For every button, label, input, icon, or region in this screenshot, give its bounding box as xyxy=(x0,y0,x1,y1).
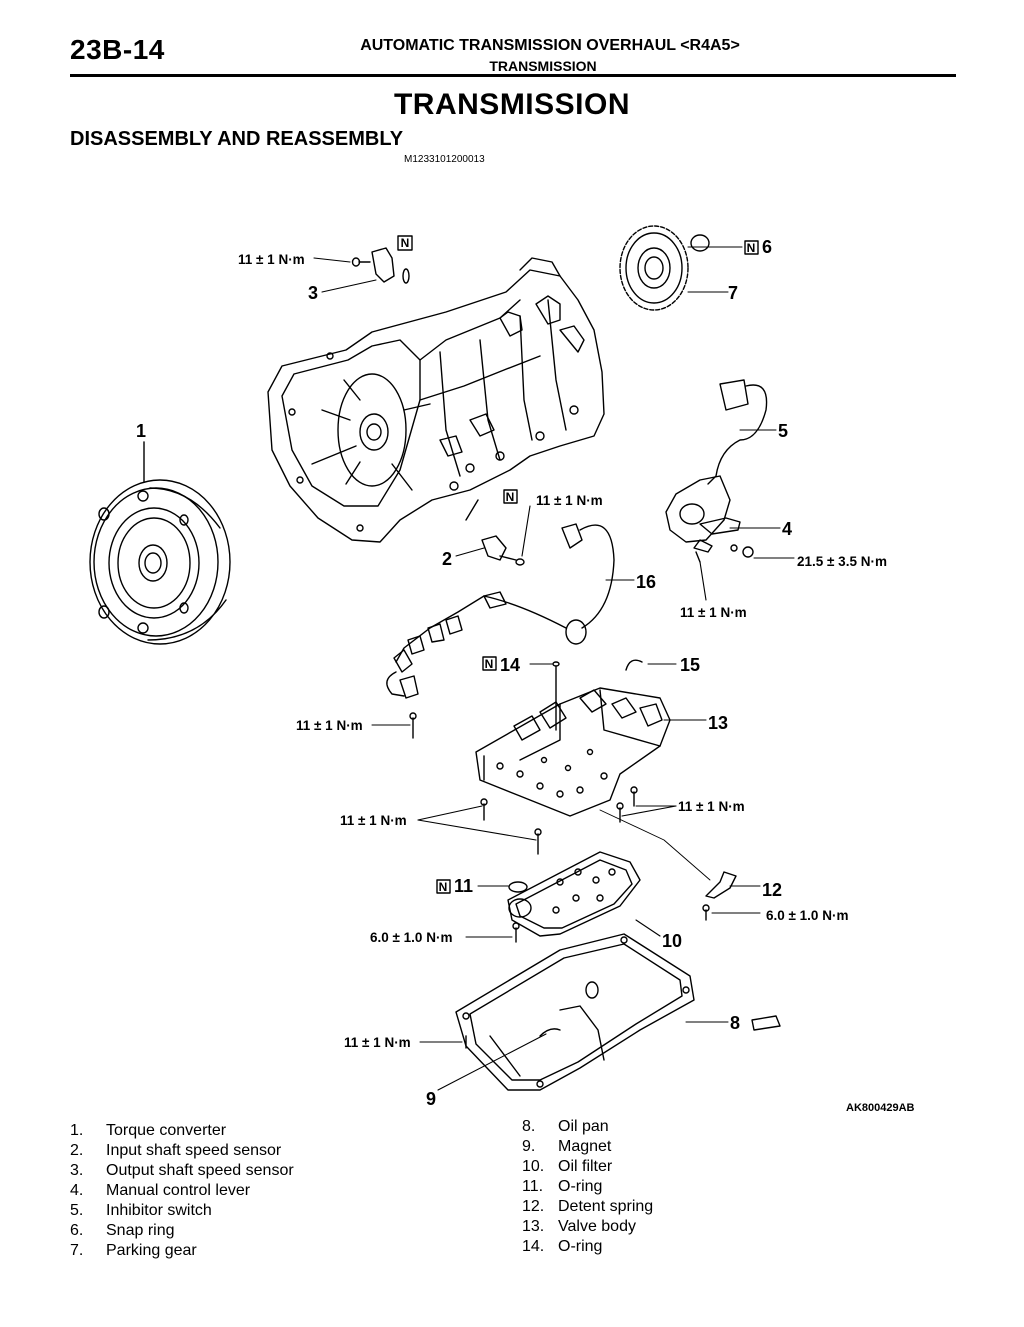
torque-spec: 6.0 ± 1.0 N·m xyxy=(766,908,848,923)
torque-spec: 11 ± 1 N·m xyxy=(238,252,305,267)
parts-legend-right: 8.Oil pan 9.Magnet 10.Oil filter 11.O-ri… xyxy=(522,1117,653,1257)
legend-item: 8.Oil pan xyxy=(522,1118,609,1135)
inhibitor-switch-drawing xyxy=(665,379,768,563)
torque-spec: 11 ± 1 N·m xyxy=(344,1035,411,1050)
torque-spec: 11 ± 1 N·m xyxy=(536,493,603,508)
callout-7: 7 xyxy=(728,283,738,303)
page-number: 23B-14 xyxy=(70,34,165,65)
parts-legend-left: 1.Torque converter 2.Input shaft speed s… xyxy=(70,1121,294,1261)
torque-spec: 11 ± 1 N·m xyxy=(678,799,745,814)
input-speed-sensor-drawing xyxy=(465,489,525,566)
legend-item: 14.O-ring xyxy=(522,1238,603,1255)
torque-spec: 11 ± 1 N·m xyxy=(680,605,747,620)
header-title: AUTOMATIC TRANSMISSION OVERHAUL <R4A5> xyxy=(360,37,740,54)
legend-item: 13.Valve body xyxy=(522,1218,636,1235)
legend-item: 12.Detent spring xyxy=(522,1198,654,1215)
callout-1: 1 xyxy=(136,421,146,441)
torque-spec: 11 ± 1 N·m xyxy=(296,718,363,733)
torque-converter-drawing xyxy=(89,441,231,645)
callout-3: 3 xyxy=(308,283,318,303)
new-part-mark: N xyxy=(506,490,515,504)
new-part-mark: N xyxy=(401,236,410,250)
callout-11: 11 xyxy=(454,876,473,896)
document-code: M1233101200013 xyxy=(404,154,485,165)
torque-spec: 11 ± 1 N·m xyxy=(340,813,407,828)
legend-item: 4.Manual control lever xyxy=(70,1182,251,1199)
callout-16: 16 xyxy=(636,572,656,592)
new-part-mark: N xyxy=(485,657,494,671)
section-subtitle: DISASSEMBLY AND REASSEMBLY xyxy=(70,128,404,150)
callout-4: 4 xyxy=(782,519,792,539)
legend-item: 2.Input shaft speed sensor xyxy=(70,1142,282,1159)
legend-item: 1.Torque converter xyxy=(70,1122,227,1139)
callout-2: 2 xyxy=(442,549,452,569)
parking-gear-drawing xyxy=(619,225,759,311)
output-speed-sensor-drawing xyxy=(351,235,413,284)
callout-10: 10 xyxy=(662,931,682,951)
legend-item: 9.Magnet xyxy=(522,1138,612,1155)
callout-5: 5 xyxy=(778,421,788,441)
section-title: TRANSMISSION xyxy=(393,88,630,121)
callout-8: 8 xyxy=(730,1013,740,1033)
legend-item: 5.Inhibitor switch xyxy=(70,1202,212,1219)
header-subtitle: TRANSMISSION xyxy=(489,58,597,74)
legend-item: 7.Parking gear xyxy=(70,1242,197,1259)
legend-item: 3.Output shaft speed sensor xyxy=(70,1162,294,1179)
callout-15: 15 xyxy=(680,655,700,675)
transmission-case-drawing xyxy=(267,257,605,543)
torque-spec: 6.0 ± 1.0 N·m xyxy=(370,930,452,945)
legend-item: 11.O-ring xyxy=(522,1178,603,1195)
torque-spec: 21.5 ± 3.5 N·m xyxy=(797,554,887,569)
leader-lines xyxy=(313,246,795,1091)
callout-13: 13 xyxy=(708,713,728,733)
oil-filter-drawing xyxy=(436,851,641,943)
new-part-mark: N xyxy=(747,241,756,255)
callout-14: 14 xyxy=(500,655,520,675)
callout-9: 9 xyxy=(426,1089,436,1109)
valve-body-drawing xyxy=(409,656,671,855)
new-part-mark: N xyxy=(439,880,448,894)
figure-code: AK800429AB xyxy=(846,1102,915,1114)
legend-item: 10.Oil filter xyxy=(522,1158,613,1175)
detent-spring-drawing xyxy=(599,809,737,921)
oil-pan-drawing xyxy=(455,933,781,1091)
header-rule xyxy=(70,74,956,77)
callout-6: 6 xyxy=(762,237,772,257)
legend-item: 6.Snap ring xyxy=(70,1222,175,1239)
callout-12: 12 xyxy=(762,880,782,900)
exploded-diagram: N N N N N 1 2 3 4 5 6 7 8 9 10 11 12 13 … xyxy=(89,225,915,1114)
harness-drawing xyxy=(386,523,615,699)
